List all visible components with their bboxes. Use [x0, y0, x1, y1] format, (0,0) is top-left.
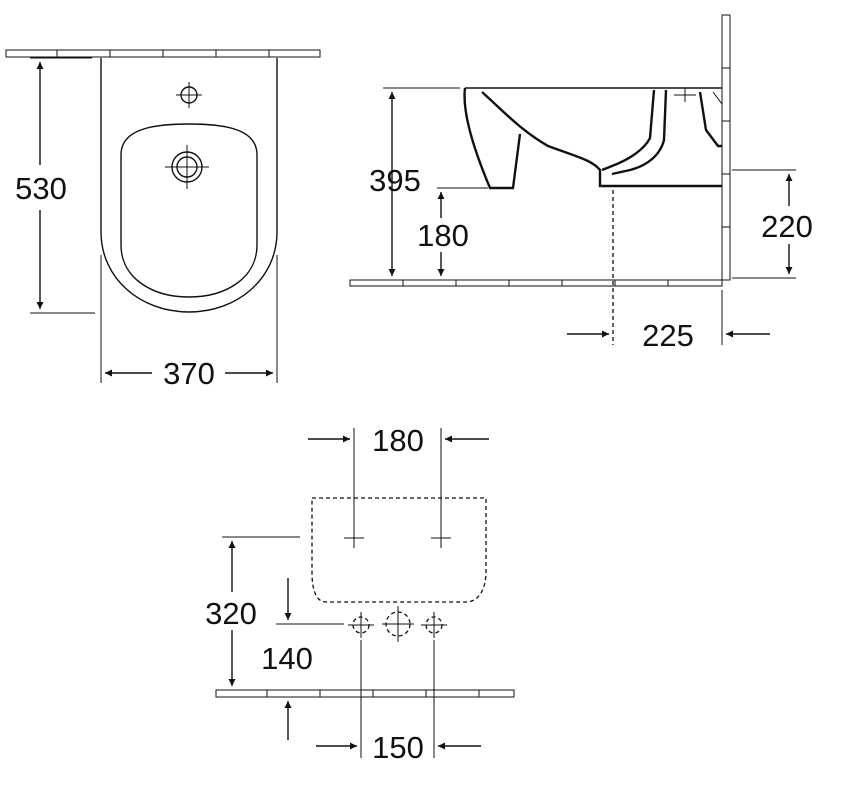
dimension-width-370: 370: [100, 255, 278, 391]
dimension-fixing-height-320: 320: [205, 536, 300, 686]
supply-point-right-icon: [421, 612, 447, 638]
bidet-profile: [463, 87, 723, 190]
dimension-label: 530: [15, 171, 67, 206]
tap-marker-icon: [674, 88, 696, 102]
rear-view-floor: [215, 689, 515, 698]
dimension-supply-spacing-150: 150: [316, 640, 481, 765]
tap-hole-icon: [176, 82, 202, 108]
side-view: 395 180 220 225: [349, 14, 813, 353]
dimension-label: 180: [417, 218, 469, 253]
dimension-outlet-height-180: 180: [417, 192, 469, 276]
top-view-basin: [120, 123, 258, 298]
top-view-bowl-outline: [100, 58, 278, 313]
dimension-label: 220: [761, 209, 813, 244]
outlet-point-center-icon: [382, 606, 414, 642]
dimension-height-530: 530: [15, 57, 95, 314]
dimension-label: 370: [163, 356, 215, 391]
dimension-supply-height-140: 140: [261, 578, 344, 740]
fixing-point-left-icon: [344, 528, 364, 548]
top-view-wall: [5, 49, 321, 58]
dimension-wall-offset-225: 225: [567, 190, 770, 353]
dimension-label: 150: [372, 730, 424, 765]
dimension-label: 180: [372, 423, 424, 458]
dimension-label: 140: [261, 641, 313, 676]
dimension-inlet-height-220: 220: [732, 169, 813, 279]
supply-point-left-icon: [348, 612, 374, 638]
fixing-point-right-icon: [431, 528, 451, 548]
drain-icon: [165, 145, 209, 189]
dimension-label: 395: [369, 163, 421, 198]
dimension-label: 320: [205, 596, 257, 631]
side-view-wall: [721, 14, 731, 281]
rear-view-outline: [311, 497, 487, 603]
side-view-floor: [349, 279, 723, 287]
dimension-rim-height-395: 395: [369, 87, 488, 276]
top-view: 530 370: [5, 49, 321, 391]
dimension-label: 225: [642, 318, 694, 353]
dimension-fixing-spacing-180: 180: [308, 423, 489, 530]
rear-view: 180 320 140 150: [205, 423, 515, 765]
